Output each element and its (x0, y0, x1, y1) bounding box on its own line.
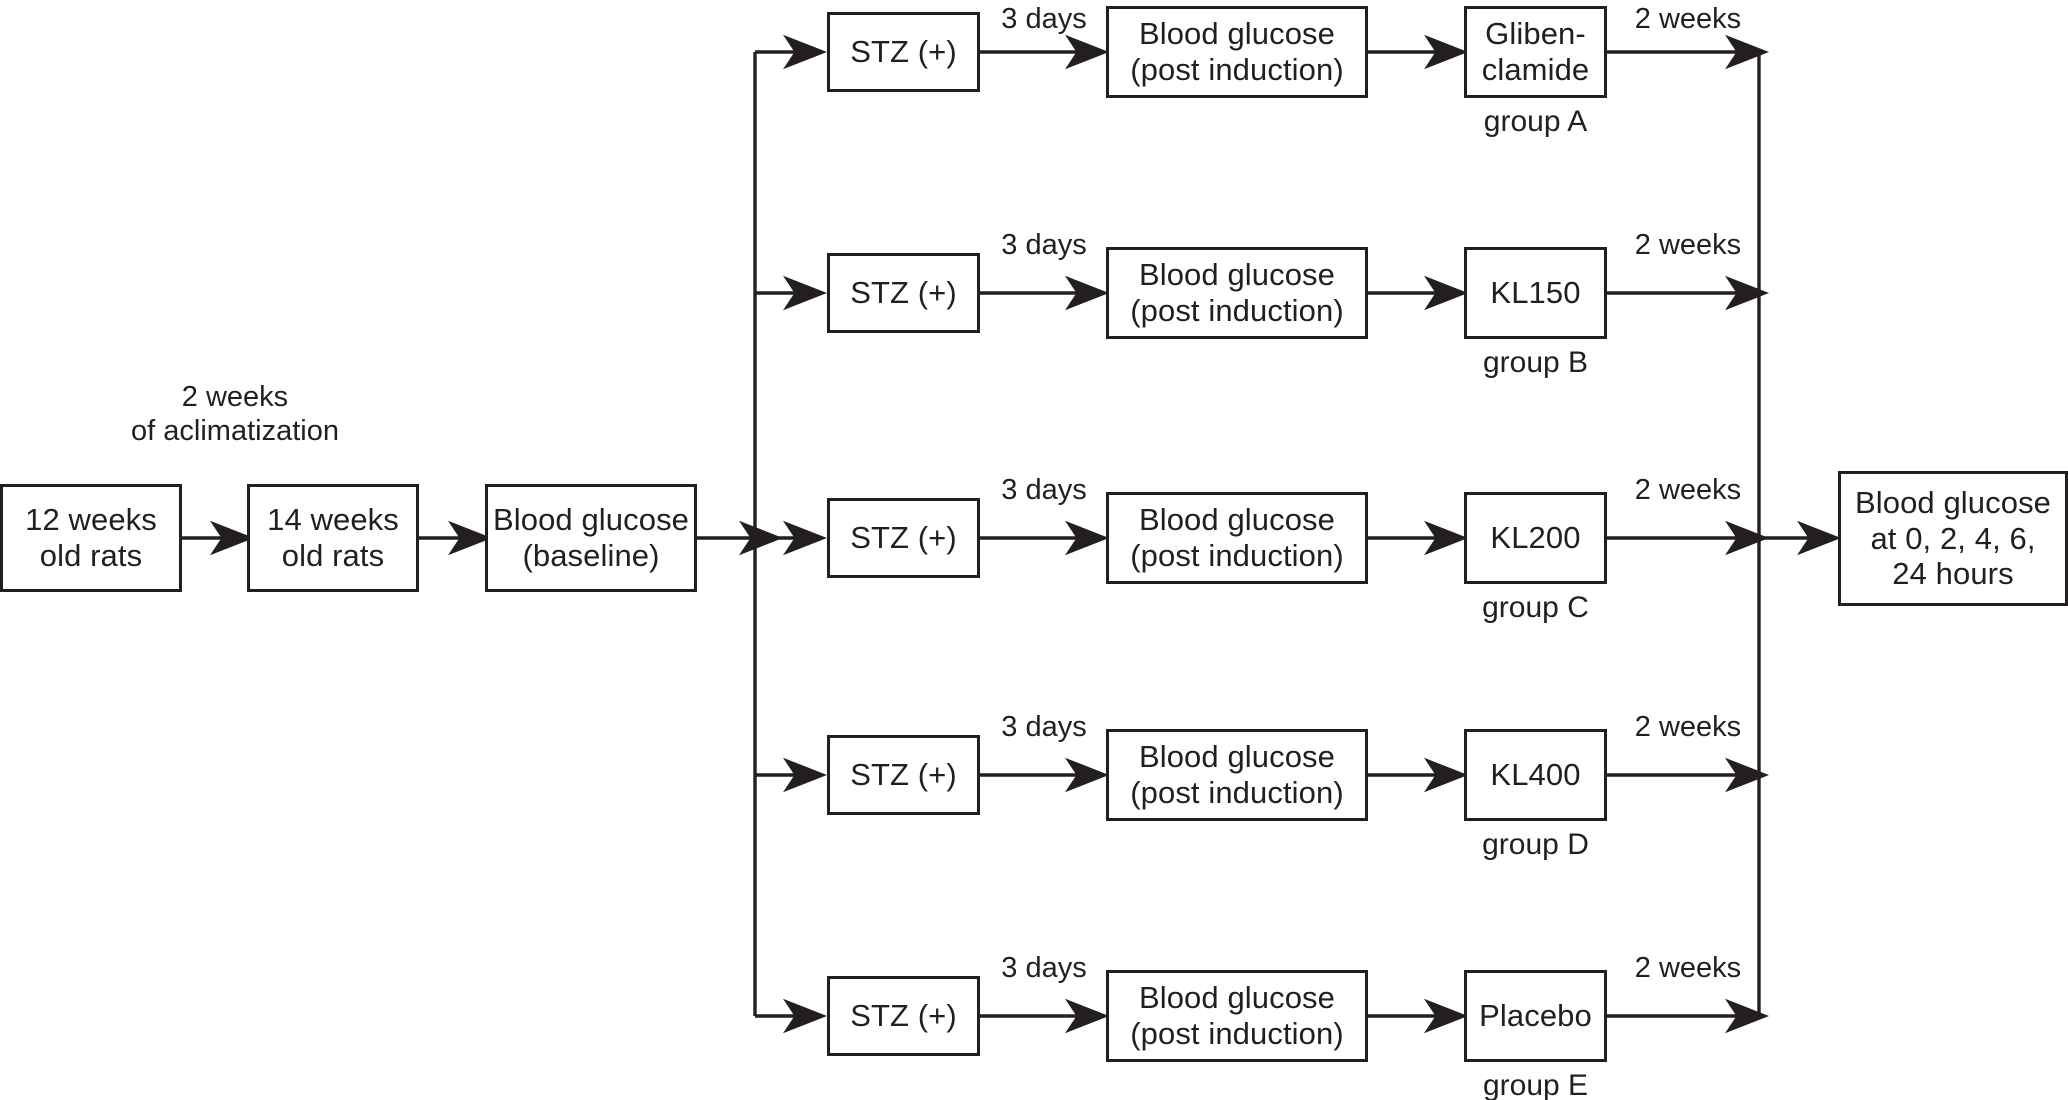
delay-label-row-5: 3 days (1001, 952, 1087, 984)
node-blood-glucose-baseline: Blood glucose (baseline) (485, 484, 697, 592)
duration-label-row-5: 2 weeks (1634, 952, 1742, 984)
node-treatment-row-2: KL150 (1464, 247, 1607, 339)
node-stz-row-1: STZ (+) (827, 12, 980, 92)
delay-label-row-2: 3 days (1001, 229, 1087, 261)
group-label-row-5: group E (1482, 1069, 1589, 1100)
node-measurement-row-5: Blood glucose (post induction) (1106, 970, 1368, 1062)
node-measurement-row-3: Blood glucose (post induction) (1106, 492, 1368, 584)
group-label-row-2: group B (1482, 346, 1589, 379)
node-treatment-row-4: KL400 (1464, 729, 1607, 821)
node-14-weeks-old-rats: 14 weeks old rats (247, 484, 419, 592)
node-measurement-row-4: Blood glucose (post induction) (1106, 729, 1368, 821)
node-treatment-row-1: Gliben- clamide (1464, 6, 1607, 98)
node-treatment-row-5: Placebo (1464, 970, 1607, 1062)
node-measurement-row-1: Blood glucose (post induction) (1106, 6, 1368, 98)
delay-label-row-3: 3 days (1001, 474, 1087, 506)
node-stz-row-5: STZ (+) (827, 976, 980, 1056)
duration-label-row-1: 2 weeks (1634, 3, 1742, 35)
node-measurement-row-2: Blood glucose (post induction) (1106, 247, 1368, 339)
delay-label-row-1: 3 days (1001, 3, 1087, 35)
node-stz-row-2: STZ (+) (827, 253, 980, 333)
node-treatment-row-3: KL200 (1464, 492, 1607, 584)
duration-label-row-3: 2 weeks (1634, 474, 1742, 506)
duration-label-row-2: 2 weeks (1634, 229, 1742, 261)
acclimatization-label: 2 weeks of aclimatization (131, 381, 339, 448)
delay-label-row-4: 3 days (1001, 711, 1087, 743)
group-label-row-1: group A (1483, 105, 1588, 138)
node-stz-row-4: STZ (+) (827, 735, 980, 815)
duration-label-row-4: 2 weeks (1634, 711, 1742, 743)
node-endpoint-blood-glucose-timepoints: Blood glucose at 0, 2, 4, 6, 24 hours (1838, 471, 2068, 606)
group-label-row-3: group C (1482, 591, 1589, 624)
node-12-weeks-old-rats: 12 weeks old rats (0, 484, 182, 592)
node-stz-row-3: STZ (+) (827, 498, 980, 578)
group-label-row-4: group D (1482, 828, 1589, 861)
